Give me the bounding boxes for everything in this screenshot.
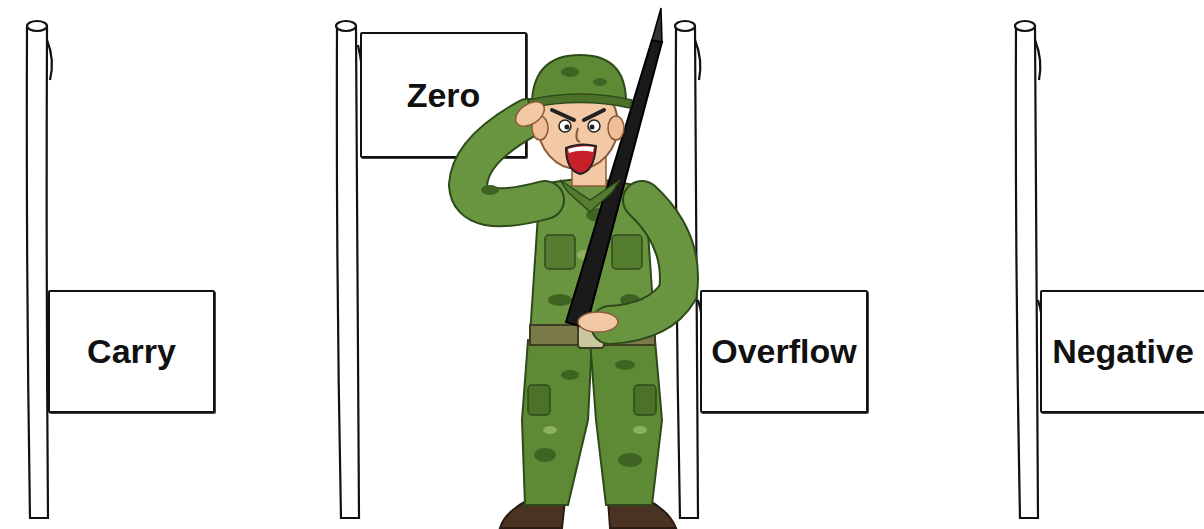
flag-box: Carry [48, 290, 215, 413]
flag-box: Overflow [700, 290, 868, 413]
flag-label: Negative [1052, 332, 1194, 371]
flag-label: Overflow [711, 332, 856, 371]
flag-box: Negative [1040, 290, 1204, 413]
flag-label: Zero [407, 76, 481, 115]
pole-group [27, 21, 1044, 518]
flag-label: Carry [87, 332, 176, 371]
